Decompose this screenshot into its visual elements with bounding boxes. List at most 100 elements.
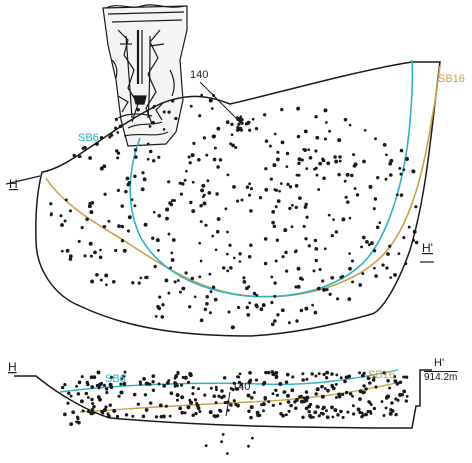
find-dot	[104, 387, 109, 391]
find-dot	[330, 384, 335, 389]
find-dot	[307, 148, 311, 152]
find-dot	[170, 251, 174, 255]
find-dot	[367, 400, 372, 405]
find-dot	[258, 413, 262, 417]
find-dot	[315, 387, 320, 392]
find-dot	[361, 272, 365, 276]
find-dot	[294, 406, 298, 411]
find-dot	[264, 167, 268, 171]
find-dot	[232, 256, 236, 260]
find-dot	[382, 143, 387, 147]
find-dot	[75, 384, 79, 388]
find-dot	[77, 155, 81, 158]
find-dot	[236, 305, 241, 310]
find-dot	[190, 276, 194, 281]
find-dot	[323, 108, 328, 113]
find-dot	[104, 273, 109, 278]
find-dot	[116, 151, 121, 155]
find-dot	[146, 157, 150, 161]
find-dot	[284, 413, 288, 417]
find-dot	[230, 133, 234, 137]
find-dot	[89, 254, 93, 258]
find-dot	[238, 252, 242, 256]
find-dot	[200, 93, 204, 97]
find-dot	[309, 415, 313, 419]
find-dot	[184, 271, 188, 275]
find-dot	[278, 382, 283, 386]
find-dot	[140, 187, 145, 192]
find-dot	[325, 121, 328, 124]
find-dot	[124, 413, 129, 417]
find-dot	[386, 252, 390, 256]
find-dot	[212, 414, 216, 418]
find-dot	[174, 116, 178, 121]
find-dot	[164, 278, 169, 283]
find-dot	[264, 187, 269, 192]
find-dot	[352, 153, 356, 157]
find-dot	[67, 391, 71, 395]
find-dot	[384, 406, 388, 410]
find-dot	[373, 197, 378, 201]
find-dot	[285, 372, 290, 377]
find-dot	[157, 213, 162, 218]
find-dot	[384, 177, 388, 181]
find-dot	[63, 219, 67, 223]
find-dot	[393, 273, 397, 277]
find-dot	[246, 313, 251, 317]
find-dot	[395, 381, 400, 386]
find-dot	[388, 386, 392, 390]
find-dot	[87, 204, 92, 209]
find-dot	[330, 275, 335, 280]
find-dot	[136, 402, 140, 406]
find-dot	[196, 157, 201, 162]
find-dot	[330, 405, 334, 410]
find-dot	[227, 310, 231, 314]
find-dot	[178, 181, 182, 185]
find-dot	[295, 173, 299, 177]
find-dot	[205, 294, 209, 299]
find-dot	[173, 280, 177, 284]
find-dot	[236, 125, 240, 129]
find-dot	[238, 260, 242, 263]
find-dot	[80, 375, 84, 379]
find-dot	[161, 303, 165, 307]
find-dot	[270, 300, 274, 305]
find-dot	[99, 278, 103, 282]
find-dot	[251, 436, 254, 440]
find-dot	[114, 248, 118, 253]
find-dot	[372, 249, 377, 253]
find-dot	[346, 410, 350, 414]
find-dot	[263, 395, 267, 400]
find-dot	[64, 198, 68, 202]
find-dot	[191, 392, 195, 396]
find-dot	[180, 410, 185, 415]
find-dot	[364, 387, 368, 391]
find-dot	[314, 149, 318, 153]
find-dot	[146, 142, 150, 146]
find-dot	[280, 107, 284, 112]
find-dot	[202, 193, 206, 197]
find-dot	[314, 247, 319, 251]
find-dot	[366, 376, 371, 381]
find-dot	[390, 409, 395, 413]
find-dot	[273, 294, 277, 298]
find-dot	[180, 395, 185, 400]
find-dot	[261, 402, 266, 407]
find-dot	[102, 224, 107, 229]
find-dot	[274, 205, 278, 209]
find-dot	[272, 319, 277, 323]
find-dot	[98, 255, 103, 260]
find-dot	[341, 274, 345, 278]
find-dot	[394, 412, 398, 417]
find-dot	[84, 391, 89, 396]
find-dot	[109, 375, 113, 379]
find-dot	[238, 119, 242, 123]
find-dot	[226, 230, 229, 234]
find-dot	[262, 409, 265, 413]
find-dot	[374, 274, 378, 278]
find-dot	[148, 149, 153, 154]
find-dot	[238, 126, 243, 131]
find-dot	[249, 405, 254, 410]
find-dot	[353, 187, 357, 190]
find-dot	[201, 183, 206, 188]
